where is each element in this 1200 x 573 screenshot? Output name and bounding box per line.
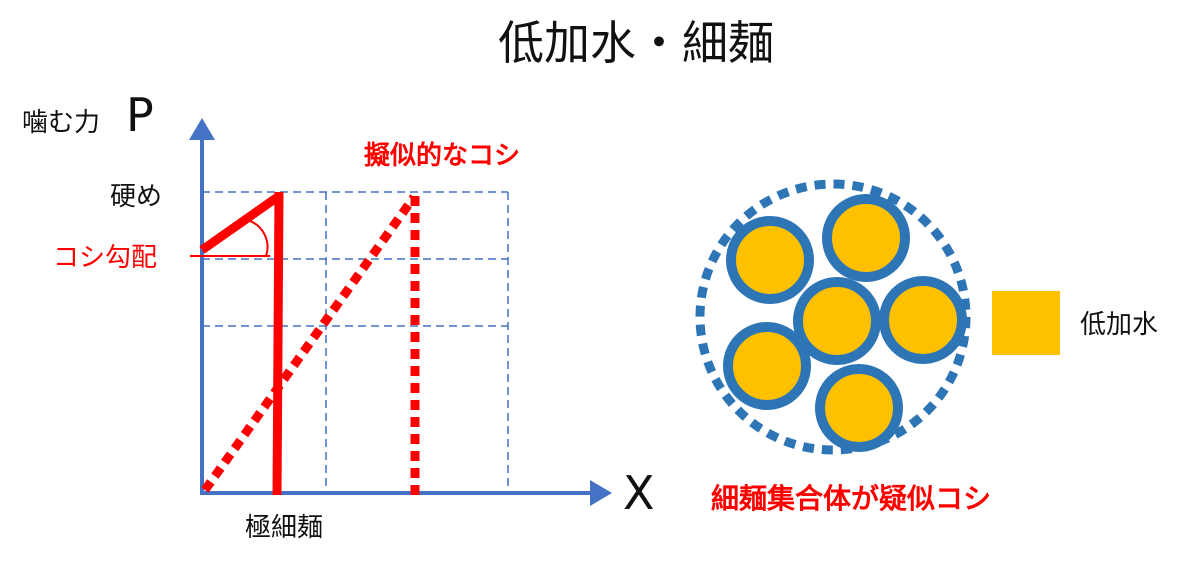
pseudo-koshi-label: 擬似的なコシ xyxy=(364,141,521,171)
y-axis-label: 噛む力 xyxy=(22,108,101,138)
noodle-strand xyxy=(793,277,881,365)
thin-noodle-vertical xyxy=(272,191,284,496)
pseudo-koshi-curve xyxy=(201,194,420,497)
noodle-strand xyxy=(815,364,903,452)
pseudo-koshi-diagonal xyxy=(201,194,418,493)
noodle-strand xyxy=(879,276,967,364)
y-axis-arrowhead xyxy=(189,118,215,140)
noodle-strand xyxy=(726,216,814,304)
x-axis-symbol: X xyxy=(623,466,655,520)
legend-swatch xyxy=(992,291,1060,355)
thin-noodle-curve xyxy=(190,191,284,496)
thin-noodle-label: 極細麺 xyxy=(245,513,324,543)
grid xyxy=(202,191,509,491)
x-axis-arrowhead xyxy=(590,480,612,506)
hard-label: 硬め xyxy=(110,182,163,212)
noodle-bundle xyxy=(695,179,971,455)
legend-label: 低加水 xyxy=(1080,310,1159,340)
slope-angle-arc xyxy=(246,219,269,257)
page-title: 低加水・細麺 xyxy=(498,16,774,70)
thin-noodle-slope xyxy=(199,192,282,254)
bundle-caption: 細麺集合体が疑似コシ xyxy=(711,482,992,515)
slope-label: コシ勾配 xyxy=(53,243,158,273)
noodle-strand xyxy=(723,322,811,410)
noodle-strand xyxy=(822,194,910,282)
y-axis-symbol: P xyxy=(126,88,154,142)
axes xyxy=(189,118,612,506)
